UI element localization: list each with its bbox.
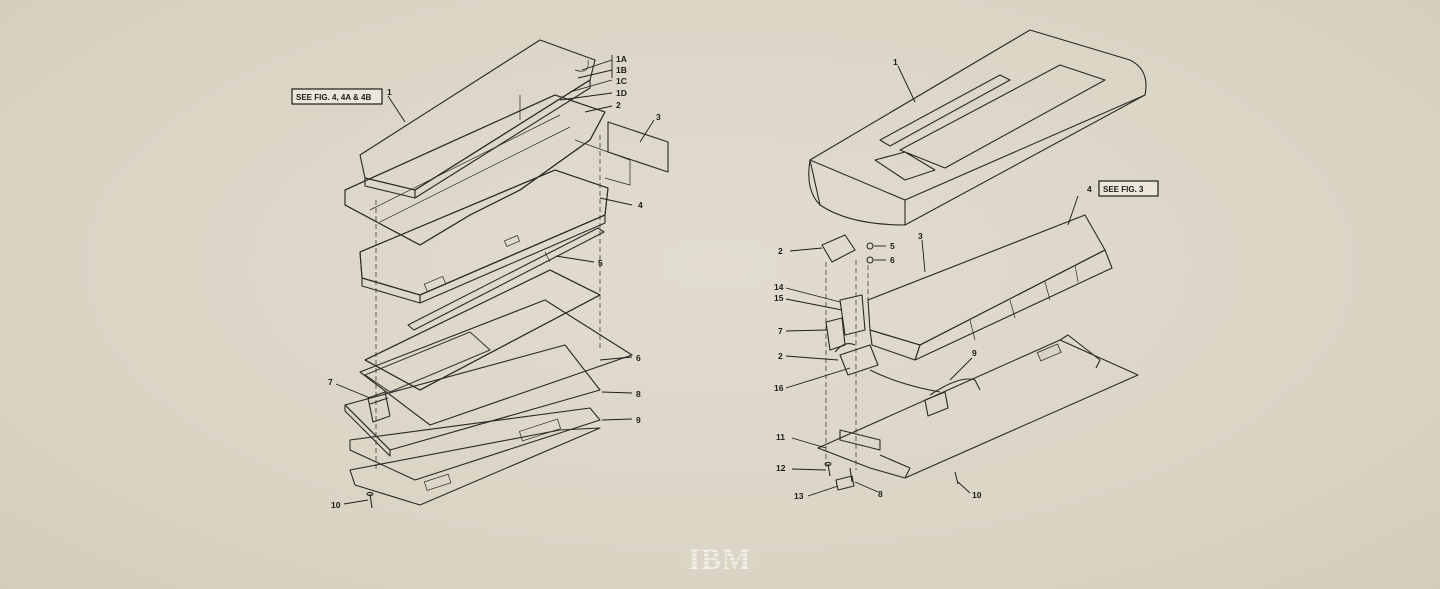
left-exploded-view: [335, 39, 669, 509]
callout-1: 1: [387, 87, 392, 97]
callout-r-12: 12: [776, 463, 786, 473]
callout-r-10: 10: [972, 490, 982, 500]
switch-plate-part-2: [344, 94, 606, 246]
callout-2: 2: [616, 100, 621, 110]
callout-3: 3: [656, 112, 661, 122]
callout-r-16: 16: [774, 383, 784, 393]
callout-r-15: 15: [774, 293, 784, 303]
callout-r-6: 6: [890, 255, 895, 265]
base-plate-part-8: [344, 344, 601, 457]
callout-r-3: 3: [918, 231, 923, 241]
callout-1d: 1D: [616, 88, 627, 98]
connector-bracket-part-14-15: [825, 294, 879, 376]
callout-4: 4: [638, 200, 643, 210]
callout-6: 6: [636, 353, 641, 363]
callout-8: 8: [636, 389, 641, 399]
callout-1b: 1B: [616, 65, 627, 75]
callout-r-7: 7: [778, 326, 783, 336]
keycap-assembly-part-1: [359, 39, 596, 199]
connector-part-7: [367, 391, 391, 423]
ibm-logo-text: IBM: [689, 543, 752, 576]
callout-r-1: 1: [893, 57, 898, 67]
callout-r-9: 9: [972, 348, 977, 358]
callout-5: 5: [598, 258, 603, 268]
right-reference-text: SEE FIG. 3: [1103, 185, 1144, 194]
callout-1a: 1A: [616, 54, 627, 64]
left-reference-box: SEE FIG. 4, 4A & 4B: [291, 88, 383, 105]
callout-r-5: 5: [890, 241, 895, 251]
keyboard-assembly-part-3: [867, 214, 1113, 361]
ibm-logo: IBM: [680, 543, 760, 576]
callout-9: 9: [636, 415, 641, 425]
end-bracket-part-3: [574, 121, 669, 186]
right-reference-box: SEE FIG. 3: [1098, 180, 1159, 197]
fasteners-part-8-12-13: [824, 461, 959, 491]
support-plate: [364, 269, 601, 391]
cable-part-2: [821, 234, 874, 264]
left-callouts: 1A 1B 1C 1D 1 2 3 4 5 6 7 8 9 10: [328, 54, 661, 510]
bottom-plate-part-9: [349, 407, 601, 506]
left-reference-text: SEE FIG. 4, 4A & 4B: [296, 93, 372, 102]
callout-r-11: 11: [776, 432, 785, 442]
screw-part-10: [366, 491, 374, 509]
callout-r-14: 14: [774, 282, 784, 292]
rail-part-5: [407, 227, 605, 331]
frame-part-4: [359, 169, 609, 304]
callout-1c: 1C: [616, 76, 627, 86]
callout-r-2a: 2: [778, 246, 783, 256]
callout-r-13: 13: [794, 491, 804, 501]
top-cover-part-1: [808, 29, 1147, 226]
right-callouts: 1 2 3 4 5 6 14 15 7 2 16 9 11 12 13 8 10: [774, 57, 1092, 501]
membrane-plate-part-6: [359, 299, 633, 426]
callout-10: 10: [331, 500, 341, 510]
callout-r-2b: 2: [778, 351, 783, 361]
callout-r-4: 4: [1087, 184, 1092, 194]
callout-7: 7: [328, 377, 333, 387]
callout-r-8: 8: [878, 489, 883, 499]
base-pan-part-10: [817, 334, 1139, 479]
right-exploded-view: [785, 29, 1147, 497]
